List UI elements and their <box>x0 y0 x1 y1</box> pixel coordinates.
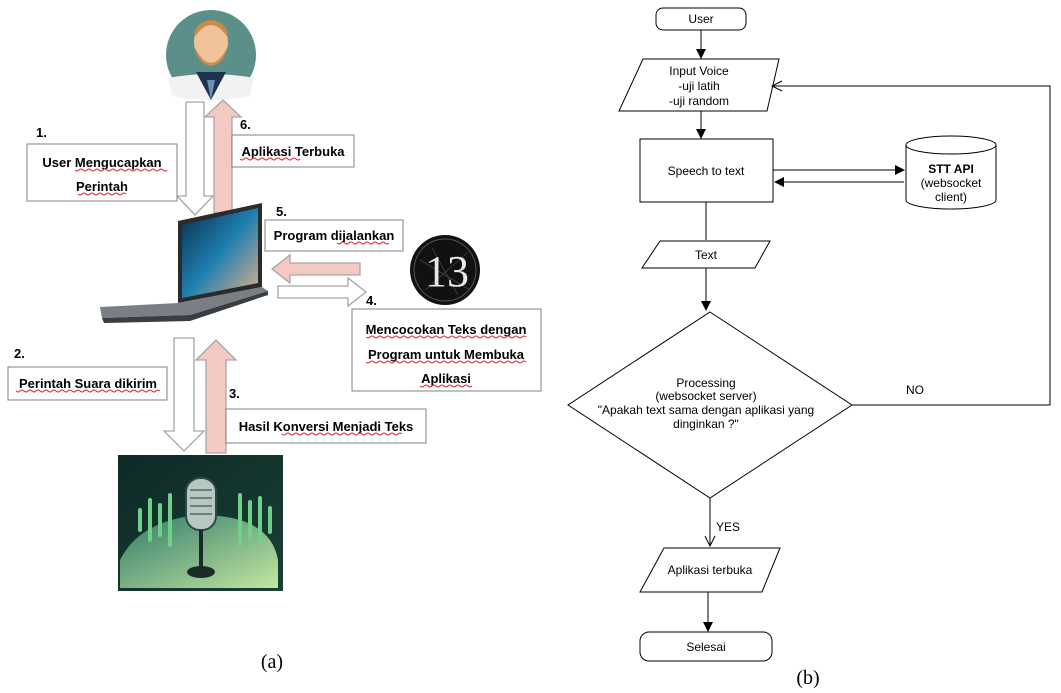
flow-database-stt-api <box>905 135 997 210</box>
flow-input-line-1: Input Voice <box>669 64 729 78</box>
step-1-number: 1. <box>36 125 47 140</box>
step-3-number: 3. <box>229 386 240 401</box>
arrow-down-laptop-to-mic <box>162 337 206 452</box>
step-1-line-2: Perintah <box>76 179 128 194</box>
step-6-number: 6. <box>240 117 251 132</box>
program-logo-text: 13 <box>425 247 469 296</box>
arrow-right-laptop-to-program <box>277 276 368 308</box>
step-1-line-1: User Mengucapkan <box>42 155 161 170</box>
flow-no-branch <box>772 86 1051 406</box>
step-2-box <box>7 366 168 401</box>
panel-a: 1. User Mengucapkan Perintah 6. Aplikasi… <box>7 10 542 673</box>
flow-yes-label: YES <box>716 520 740 534</box>
arrow-left-program-to-laptop <box>270 253 361 285</box>
user-avatar-icon <box>166 10 256 100</box>
flow-decision-line-4: dinginkan ?" <box>673 417 739 431</box>
flow-input-line-3: -uji random <box>669 94 729 108</box>
step-3-box <box>225 408 427 444</box>
step-6-label: Aplikasi Terbuka <box>241 144 345 159</box>
panel-b-flowchart <box>567 7 1051 662</box>
flow-process-label: Speech to text <box>668 164 745 178</box>
step-5-label: Program dijalankan <box>274 228 395 243</box>
flow-decision-line-1: Processing <box>676 376 735 390</box>
step-6-box <box>231 134 355 168</box>
flow-end-label: Selesai <box>686 640 725 654</box>
flow-input-voice <box>618 58 780 112</box>
step-4-line-1: Mencocokan Teks dengan <box>366 322 527 337</box>
flow-output <box>639 547 781 593</box>
step-1-box <box>26 143 178 202</box>
flow-data-text <box>641 240 771 269</box>
flow-data-text-label: Text <box>695 248 718 262</box>
program-logo-icon: 13 <box>410 235 480 305</box>
step-5-number: 5. <box>276 204 287 219</box>
flow-database-line-3: client) <box>935 190 967 204</box>
flow-process-stt <box>639 138 774 203</box>
flow-decision-line-3: "Apakah text sama dengan aplikasi yang <box>598 403 814 417</box>
step-2-label: Perintah Suara dikirim <box>19 376 157 391</box>
step-4-number: 4. <box>366 293 377 308</box>
step-3-label: Hasil Konversi Menjadi Teks <box>239 419 414 434</box>
step-5-box <box>264 219 404 252</box>
step-4-line-3: Aplikasi <box>421 371 471 386</box>
flow-input-line-2: -uji latih <box>678 79 719 93</box>
flow-database-line-2: (websocket <box>921 176 982 190</box>
step-4-line-2: Program untuk Membuka <box>368 347 525 362</box>
caption-b: (b) <box>796 667 819 689</box>
flow-decision-line-2: (websocket server) <box>655 389 756 403</box>
caption-a: (a) <box>261 651 283 673</box>
step-2-number: 2. <box>14 346 25 361</box>
flow-no-label: NO <box>906 383 924 397</box>
laptop-icon <box>100 203 268 323</box>
flow-start-label: User <box>688 12 713 26</box>
flow-output-label: Aplikasi terbuka <box>668 563 753 577</box>
arrow-down-user-to-laptop <box>175 101 215 216</box>
microphone-icon <box>118 455 283 591</box>
flow-end <box>639 631 773 662</box>
step-4-box <box>351 308 542 392</box>
flow-database-line-1: STT API <box>928 162 974 176</box>
arrow-up-laptop-to-user <box>203 99 243 214</box>
